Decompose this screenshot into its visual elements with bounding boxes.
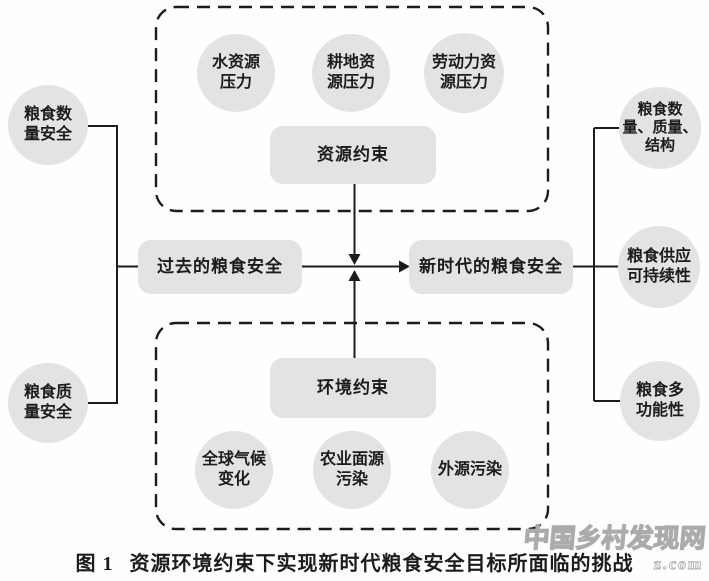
box-environment-constraint: 环境约束: [270, 358, 436, 418]
node-grain-supply-sustainability: 粮食供应 可持续性: [618, 226, 700, 308]
node-labor-resource-pressure: 劳动力资 源压力: [424, 33, 504, 113]
figure-caption-number: 图 1: [75, 553, 114, 575]
node-grain-quantity-quality-structure: 粮食数 量、质量、 结构: [619, 87, 701, 169]
box-resource-constraint: 资源约束: [270, 126, 436, 184]
box-past-food-security: 过去的粮食安全: [138, 240, 302, 294]
node-external-pollution: 外源污染: [431, 431, 509, 509]
down-arrowhead-icon: [348, 254, 361, 265]
box-new-era-food-security: 新时代的粮食安全: [409, 240, 573, 294]
node-grain-quantity-security: 粮食数 量安全: [8, 85, 88, 165]
node-agricultural-nonpoint-pollution: 农业面源 污染: [313, 431, 391, 509]
node-cropland-resource-pressure: 耕地资 源压力: [312, 34, 390, 112]
environment-group-dashed-border: [154, 321, 550, 531]
node-global-climate-change: 全球气候 变化: [195, 431, 273, 509]
figure-caption: 图 1 资源环境约束下实现新时代粮食安全目标所面临的挑战: [0, 547, 709, 576]
right-arrowhead-icon: [399, 260, 410, 273]
left-bracket-connector: [88, 125, 139, 404]
resource-group-dashed-border: [154, 5, 550, 213]
figure-caption-text: 资源环境约束下实现新时代粮食安全目标所面临的挑战: [129, 553, 634, 575]
node-grain-quality-security: 粮食质 量安全: [8, 363, 88, 443]
node-water-resource-pressure: 水资源 压力: [197, 34, 275, 112]
up-arrowhead-icon: [348, 270, 361, 281]
right-bracket-connector: [573, 127, 621, 402]
node-grain-multifunctionality: 粮食多 功能性: [620, 361, 700, 441]
